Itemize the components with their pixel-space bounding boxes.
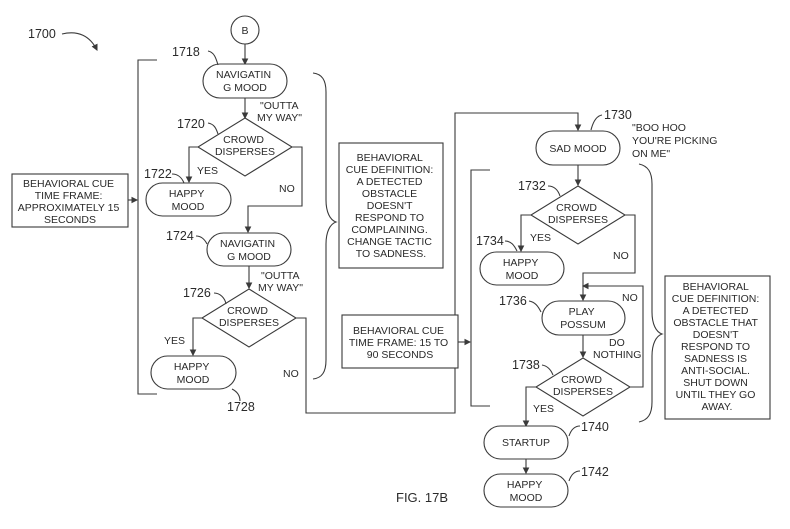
node-1726-quote: "OUTTA MY WAY" — [258, 270, 303, 294]
node-1740-ref: 1740 — [581, 420, 609, 434]
node-1718-label: NAVIGATIN G MOOD — [216, 69, 274, 94]
node-1720-crowd-disperses — [196, 117, 294, 177]
node-1726-leader — [213, 292, 227, 305]
note-timeframe-1-text: BEHAVIORAL CUE TIME FRAME: APPROXIMATELY… — [18, 178, 122, 226]
node-1728-happy-mood — [150, 355, 237, 390]
connector-b-label: B — [241, 25, 248, 37]
note-timeframe-1 — [11, 173, 129, 228]
node-1720-ref: 1720 — [177, 117, 205, 131]
node-1726-ref: 1726 — [183, 286, 211, 300]
node-1738-ref: 1738 — [512, 358, 540, 372]
section-bracket-1 — [137, 59, 157, 395]
edge-1726-yes-label: YES — [164, 335, 185, 347]
node-1722-label: HAPPY MOOD — [169, 188, 207, 213]
node-1736-leader — [528, 300, 542, 313]
node-1718-leader — [207, 50, 219, 66]
edge-1738-no-label: NO — [622, 292, 638, 304]
edge-1736-do-nothing-label: DO NOTHING — [593, 337, 641, 361]
node-1724-leader — [195, 235, 208, 245]
edge-1738-yes-label: YES — [533, 403, 554, 415]
node-1738-crowd-disperses — [534, 357, 632, 417]
node-1740-label: STARTUP — [502, 437, 550, 449]
note-definition-2 — [664, 275, 771, 420]
edge-1732-yes — [517, 214, 531, 253]
node-1742-leader — [568, 470, 581, 482]
node-1738-label: CROWD DISPERSES — [553, 374, 613, 398]
node-1732-label: CROWD DISPERSES — [548, 202, 608, 226]
node-1730-quote: "BOO HOO YOU'RE PICKING ON ME" — [632, 122, 720, 160]
node-1734-leader — [504, 240, 518, 252]
edge-1720-no-label: NO — [279, 183, 295, 195]
note-timeframe-2-text: BEHAVIORAL CUE TIME FRAME: 15 TO 90 SECO… — [349, 325, 451, 361]
edge-1732-no — [579, 214, 636, 302]
note-timeframe-2 — [341, 314, 459, 369]
note-definition-1-text: BEHAVIORAL CUE DEFINITION: A DETECTED OB… — [346, 152, 436, 260]
node-1732-ref: 1732 — [518, 179, 546, 193]
node-1726-label: CROWD DISPERSES — [219, 305, 279, 329]
node-1740-leader — [568, 425, 581, 437]
node-1722-ref: 1722 — [144, 167, 172, 181]
section-bracket-2 — [470, 169, 490, 407]
edge-1738-yes — [522, 386, 536, 428]
figure-label: FIG. 17B — [396, 490, 448, 505]
node-1742-ref: 1742 — [581, 465, 609, 479]
node-1724-ref: 1724 — [166, 229, 194, 243]
node-1734-happy-mood — [479, 251, 565, 286]
edge-1720-yes-label: YES — [197, 165, 218, 177]
node-1742-label: HAPPY MOOD — [507, 479, 545, 504]
node-1722-happy-mood — [145, 182, 232, 217]
edge-1732-yes-label: YES — [530, 232, 551, 244]
edge-1732-no-label: NO — [613, 250, 629, 262]
node-1718-ref: 1718 — [172, 45, 200, 59]
edge-1720-yes — [185, 146, 198, 184]
note-definition-1 — [338, 142, 444, 269]
node-1720-quote: "OUTTA MY WAY" — [257, 100, 302, 124]
edge-1726-no-to-1730 — [296, 112, 582, 414]
figure-ref-number: 1700 — [28, 27, 56, 41]
section-brace-1 — [312, 72, 338, 380]
edge-1738-no-loop — [581, 282, 644, 388]
figure-ref-arrow — [61, 32, 98, 51]
node-1732-leader — [547, 185, 561, 197]
node-1734-ref: 1734 — [476, 234, 504, 248]
node-1734-label: HAPPY MOOD — [503, 257, 541, 282]
node-1736-ref: 1736 — [499, 294, 527, 308]
node-1730-ref: 1730 — [604, 108, 632, 122]
node-1722-leader — [171, 173, 185, 184]
node-1730-label: SAD MOOD — [549, 143, 607, 155]
node-1742-happy-mood — [483, 473, 569, 508]
node-1720-leader — [207, 122, 219, 135]
node-1738-leader — [541, 364, 554, 376]
node-1720-label: CROWD DISPERSES — [215, 134, 275, 158]
node-1728-leader — [231, 388, 241, 402]
note-definition-2-text: BEHAVIORAL CUE DEFINITION: A DETECTED OB… — [672, 281, 762, 413]
edge-1720-no — [244, 146, 303, 234]
node-1724-label: NAVIGATIN G MOOD — [220, 238, 278, 263]
node-1728-label: HAPPY MOOD — [174, 361, 212, 386]
node-1732-crowd-disperses — [529, 185, 627, 245]
edge-1726-yes — [189, 317, 202, 357]
node-1728-ref: 1728 — [227, 400, 255, 414]
node-1730-leader — [590, 114, 603, 131]
node-1736-label: PLAY POSSUM — [560, 306, 606, 331]
edge-1726-no-label: NO — [283, 368, 299, 380]
section-brace-2 — [638, 163, 664, 423]
